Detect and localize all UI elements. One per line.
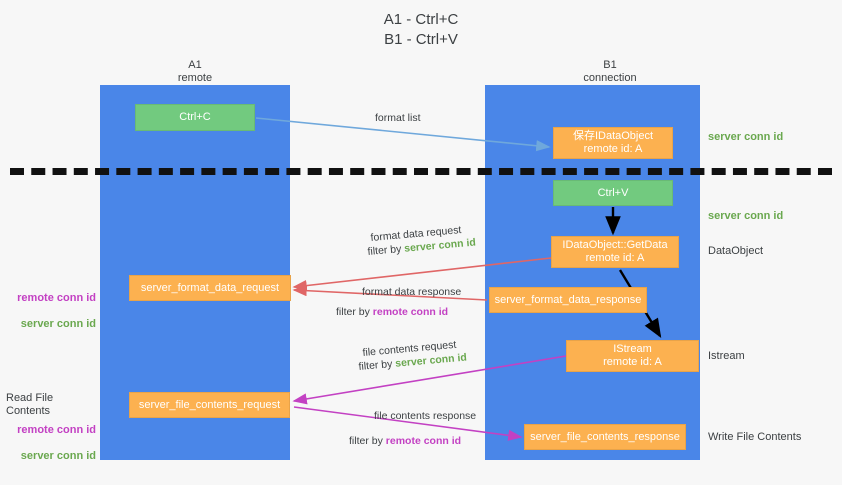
lane-a1-header: A1 remote xyxy=(177,59,213,84)
annotation-istream: Istream xyxy=(708,350,745,362)
node-save-idataobject[interactable]: 保存IDataObject remote id: A xyxy=(553,127,673,159)
node-server-format-data-response[interactable]: server_format_data_response xyxy=(489,287,647,313)
edge-format-data-response xyxy=(292,285,488,301)
annotation-conn-ids-upper: remote conn id server conn id xyxy=(8,279,96,344)
edge-file-contents-request xyxy=(292,355,567,405)
annotation-server-conn-id-2: server conn id xyxy=(20,450,96,462)
node-istream[interactable]: IStream remote id: A xyxy=(566,340,699,372)
annotation-write-file-contents: Write File Contents xyxy=(708,431,802,443)
node-server-file-contents-request[interactable]: server_file_contents_request xyxy=(129,392,290,418)
phase-divider xyxy=(10,168,832,175)
filter-prefix: filter by xyxy=(336,306,373,318)
filter-prefix: filter by xyxy=(358,357,396,373)
edge-label-format-data-response: format data response xyxy=(362,286,462,298)
filter-prefix: filter by xyxy=(349,435,386,447)
node-ctrl-v[interactable]: Ctrl+V xyxy=(553,180,673,206)
annotation-dataobject: DataObject xyxy=(708,245,764,257)
page-title: A1 - Ctrl+C B1 - Ctrl+V xyxy=(383,11,459,48)
filter-prefix: filter by xyxy=(367,242,405,258)
filter-value: remote conn id xyxy=(385,435,462,447)
edge-format-list xyxy=(255,117,551,152)
node-idataobject-getdata[interactable]: IDataObject::GetData remote id: A xyxy=(551,236,679,268)
edge-format-data-request xyxy=(292,257,552,292)
edge-label-file-contents-response: file contents response xyxy=(374,410,477,422)
node-server-file-contents-response[interactable]: server_file_contents_response xyxy=(524,424,686,450)
filter-value: remote conn id xyxy=(372,306,449,318)
annotation-read-file-contents: Read File Contents xyxy=(6,392,54,417)
annotation-remote-conn-id-1: remote conn id xyxy=(17,292,96,304)
edge-file-contents-response xyxy=(293,406,523,441)
edge-label-format-data-response-filter: filter by remote conn id xyxy=(336,305,448,320)
node-ctrl-c[interactable]: Ctrl+C xyxy=(135,104,255,131)
annotation-server-conn-id-1: server conn id xyxy=(20,318,96,330)
node-server-format-data-request[interactable]: server_format_data_request xyxy=(129,275,291,301)
annotation-server-conn-id-top: server conn id xyxy=(708,131,784,143)
lane-b1-header: B1 connection xyxy=(583,59,637,84)
edge-label-format-list: format list xyxy=(375,112,421,124)
annotation-server-conn-id-mid: server conn id xyxy=(708,210,784,222)
annotation-conn-ids-lower: remote conn id server conn id xyxy=(8,411,96,476)
annotation-remote-conn-id-2: remote conn id xyxy=(17,424,96,436)
edge-label-file-contents-response-filter: filter by remote conn id xyxy=(349,434,461,449)
